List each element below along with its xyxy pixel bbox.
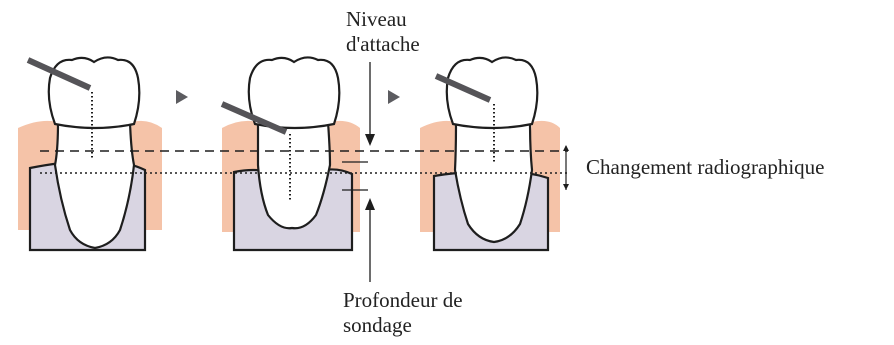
tooth-crown-2 xyxy=(249,57,340,128)
attachment-level-label-line2: d'attache xyxy=(346,32,420,57)
radiographic-arrow-down xyxy=(563,184,569,190)
probing-depth-label: Profondeur de sondage xyxy=(343,288,463,338)
tooth-panel-1 xyxy=(18,57,162,250)
tooth-crown-1 xyxy=(49,57,140,128)
progression-arrow-2 xyxy=(388,90,400,104)
attachment-pointer-arrowhead xyxy=(365,134,375,146)
tooth-crown-3 xyxy=(447,57,538,128)
tooth-panel-2 xyxy=(222,57,360,250)
probing-depth-label-line2: sondage xyxy=(343,313,463,338)
tooth-panel-3 xyxy=(420,57,560,250)
progression-arrow-1 xyxy=(176,90,188,104)
attachment-level-label: Niveau d'attache xyxy=(346,7,420,57)
attachment-level-label-line1: Niveau xyxy=(346,7,420,32)
radiographic-change-label: Changement radiographique xyxy=(586,155,825,180)
probing-depth-label-line1: Profondeur de xyxy=(343,288,463,313)
probing-depth-pointer-arrowhead xyxy=(365,198,375,210)
radiographic-arrow-up xyxy=(563,145,569,151)
